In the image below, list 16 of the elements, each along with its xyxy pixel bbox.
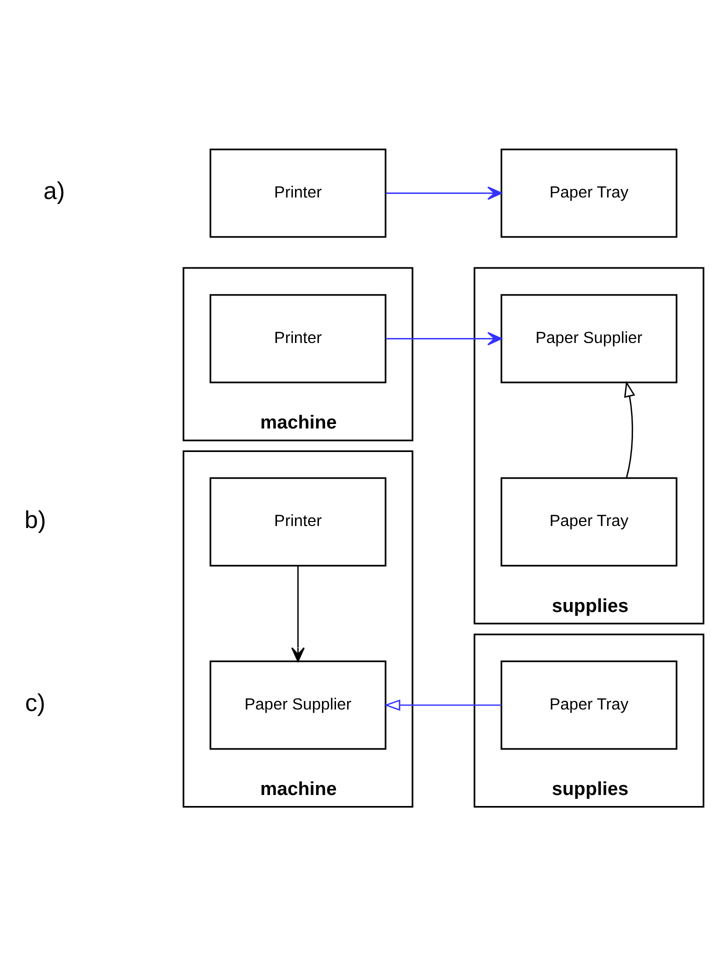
node-box: Paper Tray bbox=[500, 148, 678, 238]
node-box: Paper Tray bbox=[500, 476, 678, 566]
arrow bbox=[386, 186, 502, 200]
arrow bbox=[384, 698, 502, 710]
arrow bbox=[291, 566, 305, 662]
label: a) bbox=[43, 178, 65, 205]
label: b) bbox=[24, 506, 46, 534]
node-box: Printer bbox=[210, 294, 386, 383]
node-box: Paper Supplier bbox=[210, 660, 386, 750]
node-box: Printer bbox=[210, 148, 386, 238]
arrow bbox=[386, 331, 502, 345]
node-box: Paper Tray bbox=[500, 660, 678, 750]
node-box: Paper Supplier bbox=[500, 294, 678, 383]
arrow bbox=[624, 380, 636, 478]
label: c) bbox=[25, 690, 46, 717]
node-box: Printer bbox=[210, 476, 386, 566]
